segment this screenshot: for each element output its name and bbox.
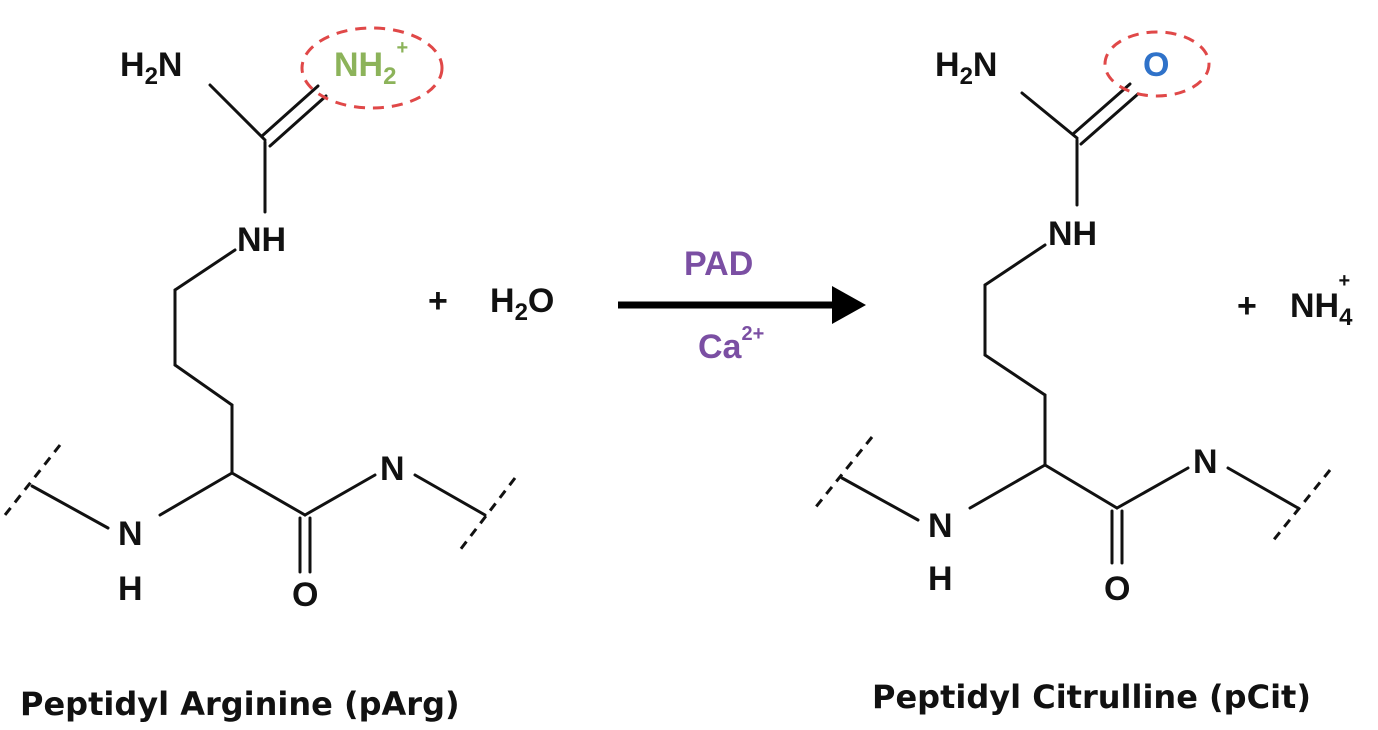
bond-n-right-chain-product — [1226, 466, 1300, 510]
reaction-arrow: PAD Ca2+ — [618, 245, 866, 366]
ammonium-product: + NH4+ — [1237, 270, 1353, 331]
bond-n-left-chain — [30, 484, 110, 530]
bond-c-n-amide-product — [1115, 466, 1190, 510]
bond-n-left-chain-product — [840, 476, 920, 522]
cofactor-label: Ca2+ — [698, 323, 764, 366]
product-ureido-nh: NH — [1048, 215, 1097, 253]
reactant-guanidino-nh: NH — [237, 221, 286, 259]
bond-calpha-c-product — [1043, 463, 1119, 510]
reactant-backbone-h: H — [118, 570, 143, 608]
bond-calpha-n-product — [968, 463, 1047, 510]
bond-calpha-c — [230, 471, 307, 517]
bond-n-right-chain — [413, 473, 487, 517]
ammonium-label: NH4+ — [1290, 270, 1353, 331]
reactant-backbone-n: N — [118, 515, 143, 553]
reactant-structure: H2N NH2+ NH N H O N — [3, 26, 517, 614]
product-backbone-n: N — [928, 507, 953, 545]
reactant-caption: Peptidyl Arginine (pArg) — [20, 685, 460, 723]
chain-break-right — [458, 477, 517, 551]
bond-c-nh2-double-b — [268, 94, 328, 148]
bond-c-o-double-product-a — [1071, 82, 1132, 136]
water-label: H2O — [490, 282, 554, 326]
chain-break-left — [3, 444, 62, 516]
reactant-amino-label: H2N — [120, 46, 182, 90]
product-urea-o: O — [1143, 46, 1169, 84]
bond-ch2-ch2-2 — [173, 363, 234, 407]
bond-h2n-c-product — [1020, 91, 1079, 140]
bond-ch2-ch2-product-2 — [983, 353, 1047, 397]
chain-break-right-product — [1270, 469, 1332, 543]
product-highlight-circle — [1103, 30, 1211, 98]
reactant-highlight-circle — [300, 26, 444, 110]
plus-sign-2: + — [1237, 287, 1257, 325]
bond-h2n-c — [208, 83, 267, 142]
reactant-amide-n: N — [380, 450, 405, 488]
product-amino-label: H2N — [935, 46, 997, 90]
product-amide-n: N — [1193, 443, 1218, 481]
plus-sign-1: + — [428, 282, 448, 320]
bond-c-o-double-product-b — [1079, 92, 1140, 146]
reactant-carbonyl-o: O — [292, 576, 318, 614]
product-carbonyl-o: O — [1104, 570, 1130, 608]
product-backbone-h: H — [928, 560, 953, 598]
enzyme-label: PAD — [684, 245, 753, 283]
bond-nh-ch2 — [173, 248, 237, 292]
bond-calpha-n — [158, 471, 234, 517]
chain-break-left-product — [813, 436, 874, 509]
product-structure: H2N O NH N H O N — [813, 30, 1332, 608]
bond-nh-ch2-product — [983, 243, 1047, 287]
bond-c-n-amide — [303, 473, 377, 517]
bond-c-nh2-double-a — [260, 84, 320, 138]
water-reagent: + H2O — [428, 282, 554, 326]
product-caption: Peptidyl Citrulline (pCit) — [872, 678, 1311, 716]
arrow-head — [832, 286, 866, 324]
reactant-iminium-label: NH2+ — [334, 37, 408, 90]
